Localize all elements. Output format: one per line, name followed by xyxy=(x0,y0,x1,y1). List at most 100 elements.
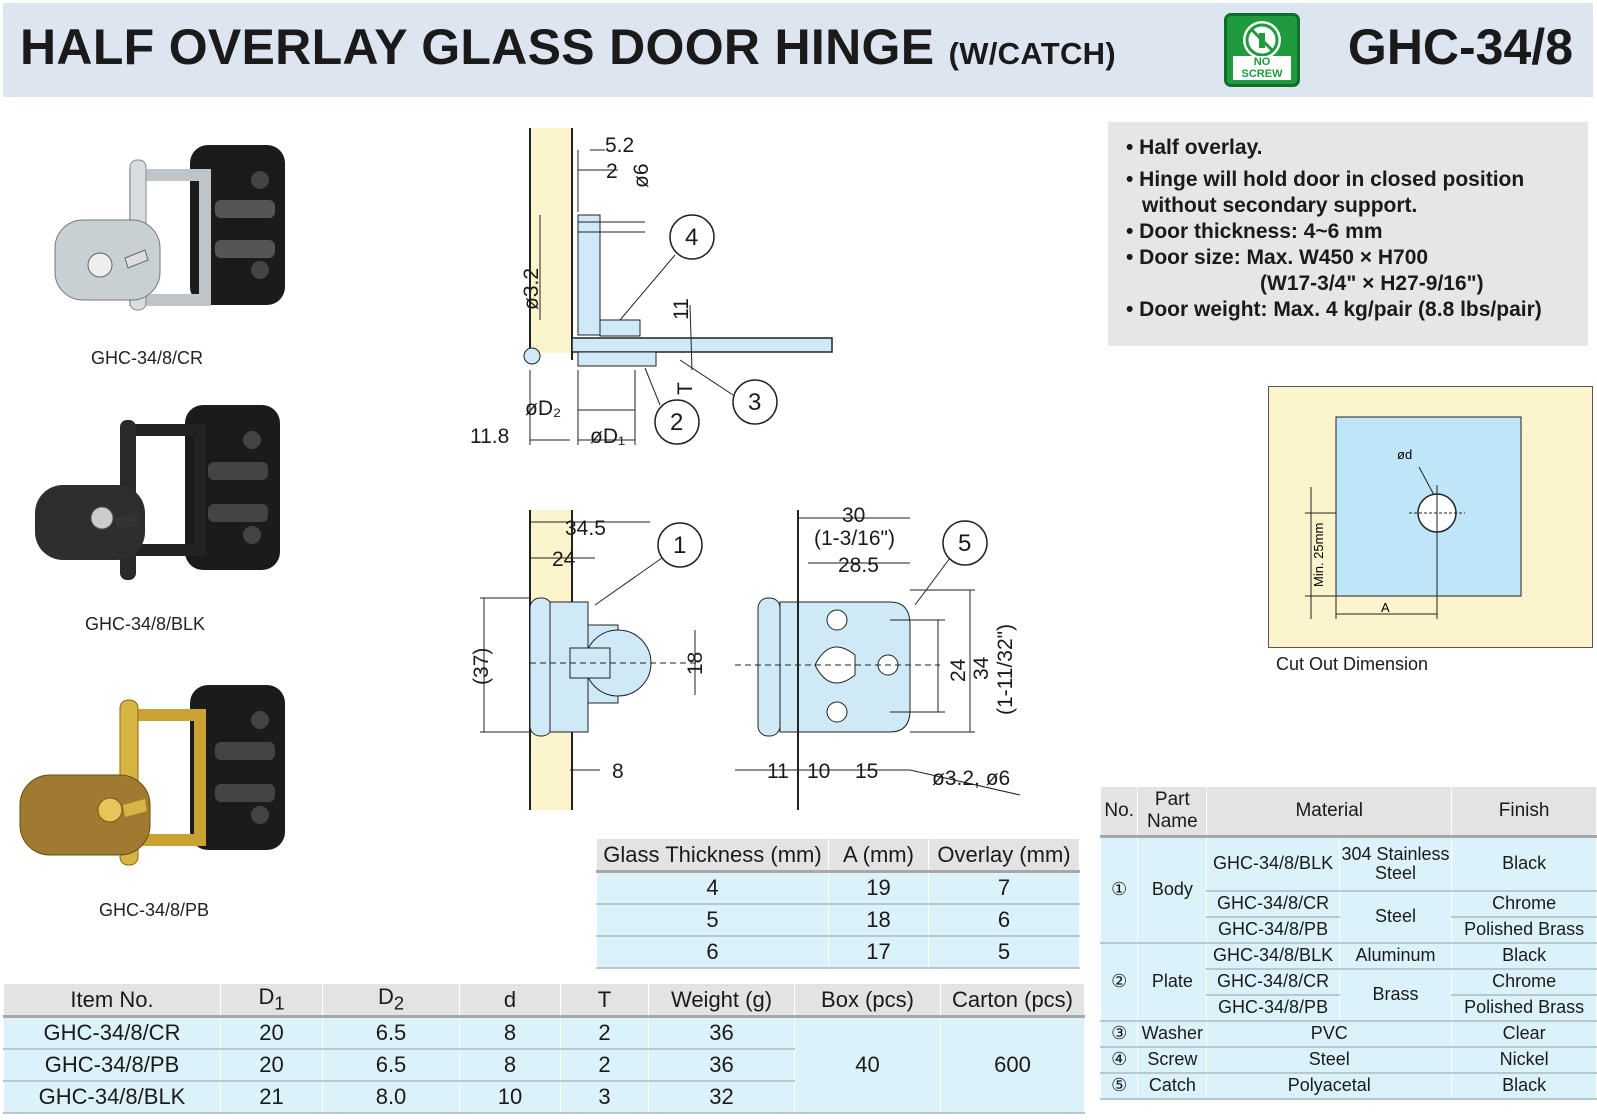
feature-item: • Door weight: Max. 4 kg/pair (8.8 lbs/p… xyxy=(1126,298,1542,321)
table-row: ④ Screw Steel Nickel xyxy=(1099,1046,1597,1074)
table-cell: 18 xyxy=(828,903,929,937)
material-cell: Brass xyxy=(1338,968,1453,1022)
features-box: • Half overlay. • Hinge will hold door i… xyxy=(1108,122,1588,346)
dim-18: 18 xyxy=(684,652,707,675)
table-cell: 3 xyxy=(560,1080,649,1114)
table-row: ① Body GHC-34/8/BLK 304 Stainless Steel … xyxy=(1099,836,1597,944)
dim-24-front: 24 xyxy=(552,548,576,571)
table-cell: 32 xyxy=(648,1080,795,1114)
callout-5: 5 xyxy=(958,530,971,557)
dim-30: 30 xyxy=(842,504,865,527)
col-header-d2: D2 xyxy=(322,983,460,1018)
col-header: Box (pcs) xyxy=(794,983,941,1018)
table-cell: 19 xyxy=(828,871,929,905)
dim-11: 11 xyxy=(670,298,693,320)
table-cell: 6.5 xyxy=(322,1048,460,1082)
cutout-caption: Cut Out Dimension xyxy=(1276,654,1429,674)
dim-8: 8 xyxy=(612,760,624,783)
a-label: A xyxy=(1381,600,1390,615)
finish-cell: Black xyxy=(1451,942,1597,970)
title-suffix: (W/CATCH) xyxy=(948,36,1116,71)
table-cell: 5 xyxy=(596,903,829,937)
part-number: ② xyxy=(1099,942,1139,1022)
table-row: GHC-34/8/PB Polished Brass xyxy=(1101,994,1597,1022)
table-cell: 8 xyxy=(459,1016,561,1050)
table-cell: 6 xyxy=(928,903,1080,937)
no-screw-icon xyxy=(1243,21,1281,59)
material-cell: Aluminum xyxy=(1338,942,1453,970)
min-label: Min. 25mm xyxy=(1311,523,1326,587)
table-cell: GHC-34/8/BLK xyxy=(3,1080,221,1114)
model-cell: GHC-34/8/PB xyxy=(1206,994,1340,1022)
table-cell: 4 xyxy=(596,871,829,905)
col-header: Finish xyxy=(1451,786,1597,838)
dim-phi6: ø6 xyxy=(630,163,653,188)
dim-10: 10 xyxy=(807,760,830,783)
dim-37: (37) xyxy=(470,648,493,685)
table-row: 4 19 7 xyxy=(596,871,1080,905)
table-cell: 20 xyxy=(220,1016,323,1050)
photo-caption-blk: GHC-34/8/BLK xyxy=(85,614,206,634)
material-cell: Polyacetal xyxy=(1206,1072,1453,1100)
page-title: HALF OVERLAY GLASS DOOR HINGE (W/CATCH) xyxy=(20,18,1116,76)
table-row: ⑤ Catch Polyacetal Black xyxy=(1099,1072,1597,1100)
callout-4: 4 xyxy=(685,224,698,251)
dim-34-5: 34.5 xyxy=(565,517,606,540)
material-cell: PVC xyxy=(1206,1020,1453,1048)
dim-holes: ø3.2, ø6 xyxy=(932,767,1010,790)
table-cell: 2 xyxy=(560,1016,649,1050)
feature-item: without secondary support. xyxy=(1142,194,1418,217)
table-cell: GHC-34/8/PB xyxy=(3,1048,221,1082)
hole-label: ød xyxy=(1397,447,1412,462)
callout-1: 1 xyxy=(673,532,686,559)
feature-item: • Door size: Max. W450 × H700 xyxy=(1126,246,1429,269)
finish-cell: Black xyxy=(1451,836,1597,892)
col-header: No. xyxy=(1099,786,1139,838)
col-header: Item No. xyxy=(3,983,221,1018)
cutout-diagram: ød Min. 25mm A xyxy=(1268,386,1593,648)
badge-label: NO SCREW xyxy=(1233,56,1291,80)
feature-item: (W17-3/4" × H27-9/16") xyxy=(1260,272,1484,295)
table-cell: 17 xyxy=(828,935,929,969)
col-header: A (mm) xyxy=(828,838,929,873)
col-header: d xyxy=(459,983,561,1018)
dim-11-8: 11.8 xyxy=(470,425,509,448)
table-cell: 8.0 xyxy=(322,1080,460,1114)
table-cell: 8 xyxy=(459,1048,561,1082)
hinge-black-photo xyxy=(35,405,280,580)
model-cell: GHC-34/8/CR xyxy=(1206,890,1340,918)
col-header: Carton (pcs) xyxy=(940,983,1085,1018)
model-cell: GHC-34/8/CR xyxy=(1206,968,1340,996)
dim-2: 2 xyxy=(606,160,618,183)
table-row: GHC-34/8/BLK 21 8.0 10 3 32 xyxy=(3,1080,1085,1114)
table-cell: 6.5 xyxy=(322,1016,460,1050)
dim-30-inch: (1-3/16") xyxy=(814,527,895,550)
finish-cell: Chrome xyxy=(1451,890,1597,918)
col-header: Material xyxy=(1206,786,1453,838)
finish-cell: Polished Brass xyxy=(1451,916,1597,944)
header-bar xyxy=(3,3,1593,97)
table-row: GHC-34/8/CR Brass Chrome xyxy=(1101,968,1597,1022)
table-cell: GHC-34/8/CR xyxy=(3,1016,221,1050)
title-main: HALF OVERLAY GLASS DOOR HINGE xyxy=(20,19,935,75)
table-row: ② Plate GHC-34/8/BLK Aluminum Black xyxy=(1099,942,1597,1022)
d1-label: D xyxy=(258,984,275,1010)
finish-cell: Clear xyxy=(1451,1020,1597,1048)
dim-34: 34 xyxy=(970,656,993,680)
table-row: GHC-34/8/PB Polished Brass xyxy=(1101,916,1597,944)
dim-5-2: 5.2 xyxy=(605,134,634,157)
col-header: Weight (g) xyxy=(648,983,795,1018)
dim-34-inch: (1-11/32") xyxy=(994,624,1017,715)
material-cell: 304 Stainless Steel xyxy=(1338,836,1453,892)
dim-D1: øD₁ xyxy=(590,425,625,448)
finish-cell: Black xyxy=(1451,1072,1597,1100)
part-number: ③ xyxy=(1099,1020,1139,1048)
table-row: GHC-34/8/PB 20 6.5 8 2 36 xyxy=(3,1048,1085,1082)
model-cell: GHC-34/8/PB xyxy=(1206,916,1340,944)
technical-drawing: 5.2 2 ø6 ø3.2 11 T øD₂ øD₁ 11.8 4 3 2 34… xyxy=(470,128,1021,810)
product-code: GHC-34/8 xyxy=(1347,19,1573,75)
front-view: 34.5 24 (37) 18 8 1 xyxy=(470,510,707,810)
feature-item: • Half overlay. xyxy=(1126,136,1263,159)
table-cell: 20 xyxy=(220,1048,323,1082)
callout-3: 3 xyxy=(748,389,761,416)
